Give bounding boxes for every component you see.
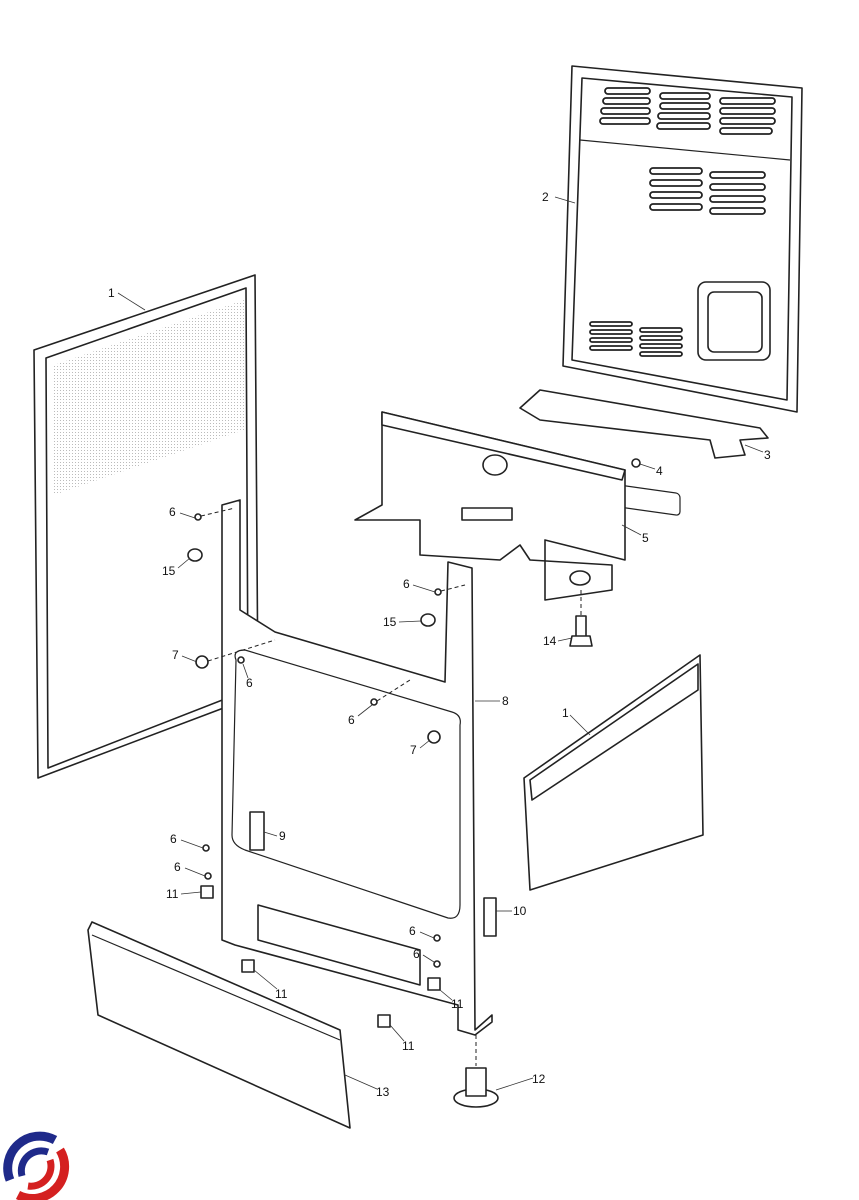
callout: 7 — [410, 743, 417, 757]
callout: 15 — [383, 615, 397, 629]
callout: 12 — [532, 1072, 546, 1086]
fasteners — [187, 513, 442, 1028]
callout: 9 — [279, 829, 286, 843]
bolt-14 — [569, 615, 593, 647]
callout: 5 — [642, 531, 649, 545]
callout: 8 — [502, 694, 509, 708]
callout: 11 — [451, 997, 464, 1011]
callout: 2 — [542, 190, 549, 204]
clip-9 — [249, 811, 265, 851]
main-frame — [221, 499, 497, 1036]
side-panel-left — [33, 274, 259, 779]
support-bracket — [354, 411, 626, 601]
plinth-panel — [87, 921, 351, 1129]
brand-logo — [3, 1131, 70, 1200]
callout: 7 — [172, 648, 179, 662]
callout: 13 — [376, 1085, 390, 1099]
callout: 15 — [162, 564, 176, 578]
leader-lines — [117, 196, 764, 1091]
vent-slots-top — [599, 87, 776, 135]
callout: 6 — [403, 577, 410, 591]
callout: 6 — [409, 924, 416, 938]
side-panel-right — [523, 654, 704, 891]
callout: 10 — [513, 904, 527, 918]
callout: 14 — [543, 634, 557, 648]
callout: 1 — [562, 706, 569, 720]
callout: 6 — [413, 947, 420, 961]
callout: 6 — [348, 713, 355, 727]
vent-slots-bottom — [589, 321, 683, 357]
callout: 6 — [174, 860, 181, 874]
leveling-foot-12 — [453, 1067, 499, 1108]
callout: 1 — [108, 286, 115, 300]
vent-slots-mid — [649, 167, 766, 215]
screw-4 — [631, 458, 641, 468]
clip-10 — [483, 897, 497, 937]
callout: 4 — [656, 464, 663, 478]
callout: 6 — [246, 676, 253, 690]
callout-labels: 1 2 3 4 5 6 15 6 15 14 7 6 6 8 1 7 6 9 6… — [108, 190, 771, 1099]
callout: 11 — [402, 1039, 415, 1053]
callout: 6 — [170, 832, 177, 846]
callout: 11 — [275, 987, 288, 1001]
callout: 3 — [764, 448, 771, 462]
back-panel — [562, 65, 803, 413]
callout: 6 — [169, 505, 176, 519]
callout: 11 — [166, 887, 179, 901]
